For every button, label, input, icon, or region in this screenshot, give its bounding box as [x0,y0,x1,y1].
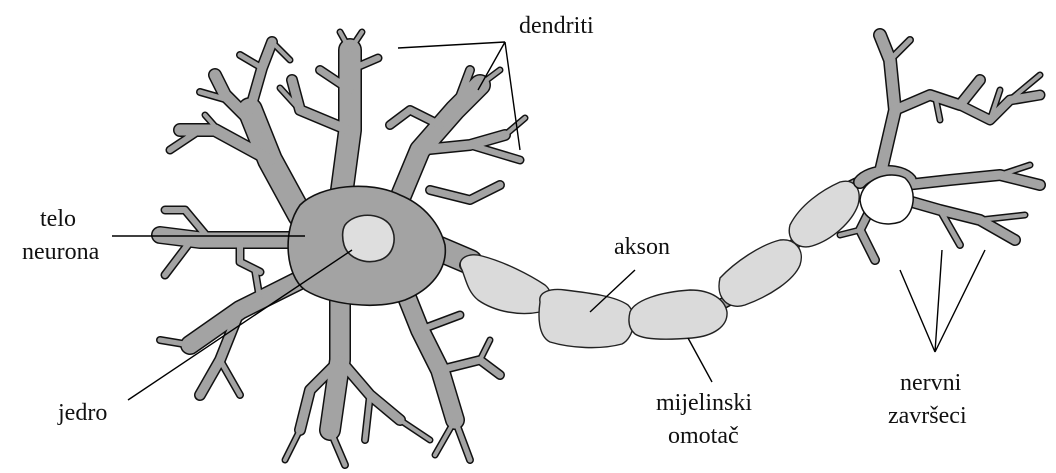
label-cell-body-line1: telo [40,206,76,232]
label-cell-body-line2: neurona [22,239,100,265]
leader-myelin [688,338,712,382]
myelin-sheath [460,181,859,347]
label-nucleus: jedro [57,400,107,426]
axon-terminals [840,35,1040,260]
myelin-segment [629,290,727,339]
label-myelin-line2: omotač [668,423,739,449]
myelin-segment [460,255,551,314]
label-axon: akson [614,234,670,260]
label-myelin-line1: mijelinski [656,390,752,416]
leader-lines [112,42,985,400]
myelin-segment [789,181,859,247]
nucleus [343,215,394,261]
label-endings-line1: nervni [900,370,962,396]
label-dendrites: dendriti [519,13,594,39]
leader-nerve-endings [900,250,985,352]
myelin-segment [719,240,801,306]
myelin-segment [539,290,634,348]
label-endings-line2: završeci [888,403,967,429]
